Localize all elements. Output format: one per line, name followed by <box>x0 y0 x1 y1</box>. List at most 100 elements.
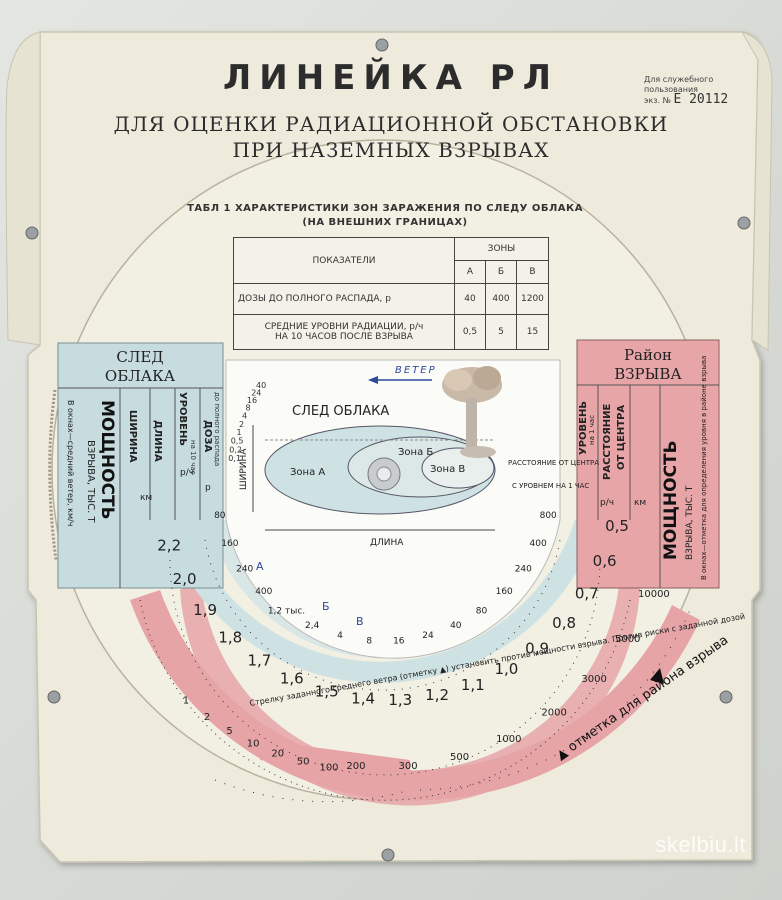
power-small-label-0: 1 <box>183 696 189 707</box>
trail-label: СЛЕД ОБЛАКА <box>292 404 389 419</box>
inner-scale-label-6: 4 <box>337 631 343 641</box>
right-power-label: МОЩНОСТЬ <box>661 440 681 560</box>
inner-scale-label-1: 160 <box>221 539 238 549</box>
power-scale-label-3: 1000 <box>496 734 521 745</box>
right-unit-km: км <box>634 498 646 508</box>
screw-icon <box>737 216 751 230</box>
inner-scale-label-2: 240 <box>236 565 253 575</box>
ring-scale-label-5: 4 <box>242 412 247 421</box>
left-dose-note: до полного распада <box>213 392 221 466</box>
pink-scale-label-13: 0,8 <box>552 614 576 632</box>
ring-scale-label-7: 16 <box>247 396 257 405</box>
power-scale-label-0: 200 <box>346 761 365 772</box>
left-unit-r: р <box>205 483 211 493</box>
left-side-flap <box>5 31 41 346</box>
row1-label: ДОЗЫ ДО ПОЛНОГО РАСПАДА, р <box>233 283 455 315</box>
row1-val-v: 1200 <box>516 283 549 315</box>
outer-pink-arc <box>180 545 641 806</box>
right-distance-label: РАССТОЯНИЕ <box>602 403 613 480</box>
zone-a-label: Зона А <box>290 467 325 478</box>
left-header-1: СЛЕД <box>116 348 163 366</box>
screw-icon <box>719 690 733 704</box>
row1-val-a: 40 <box>454 283 486 315</box>
left-unit-rh: р/ч <box>180 468 194 478</box>
pink-scale-label-5: 1,6 <box>280 670 304 688</box>
power-small-label-4: 20 <box>271 749 284 760</box>
zone-mark-b: Б <box>322 600 330 613</box>
power-pink-band <box>420 605 700 800</box>
inner-scale-label-10: 40 <box>450 621 462 631</box>
pink-scale-label-3: 1,8 <box>218 628 242 646</box>
with-level-label: С УРОВНЕМ НА 1 ЧАС <box>512 482 589 490</box>
left-level-note: на 10 час <box>189 440 197 475</box>
row2-val-a: 0,5 <box>454 314 486 350</box>
pink-scale-label-15: 0,6 <box>593 552 617 570</box>
ring-scale-label-4: 2 <box>239 420 244 429</box>
subtitle-line-1: ДЛЯ ОЦЕНКИ РАДИАЦИОННОЙ ОБСТАНОВКИ <box>113 112 669 136</box>
table-caption: ТАБЛ 1 ХАРАКТЕРИСТИКИ ЗОН ЗАРАЖЕНИЯ ПО С… <box>170 202 600 230</box>
zones-table: ПОКАЗАТЕЛИ ЗОНЫ А Б В ДОЗЫ ДО ПОЛНОГО РА… <box>233 237 549 350</box>
wind-arrow-icon <box>368 376 432 384</box>
pink-scale-label-9: 1,2 <box>425 686 449 704</box>
pink-scale-label-6: 1,5 <box>315 682 339 700</box>
inner-scale-label-13: 240 <box>515 565 532 575</box>
power-scale-label-2: 500 <box>450 752 469 763</box>
power-scale-label-6: 5000 <box>615 634 640 645</box>
left-length-label: ДЛИНА <box>152 420 163 462</box>
inner-scale-label-9: 24 <box>422 631 434 641</box>
stamp-line-1: Для служебного <box>644 75 714 84</box>
pink-scale-label-2: 1,9 <box>193 601 217 619</box>
power-scale-labels: 200 300 500 1000 2000 3000 5000 10000 <box>346 589 669 772</box>
zone-mark-v: В <box>356 615 364 628</box>
screw-icon <box>375 38 389 52</box>
left-dose-label: ДОЗА <box>202 420 213 453</box>
row2-label-2: НА 10 ЧАСОВ ПОСЛЕ ВЗРЫВА <box>275 332 413 342</box>
inner-scale-label-7: 8 <box>366 636 372 646</box>
left-note: В окнах—средний ветер, км/ч <box>66 400 75 526</box>
power-small-label-3: 10 <box>247 738 260 749</box>
left-power-sub: ВЗРЫВА, ТЫС. Т <box>85 440 96 523</box>
left-panel-bg <box>57 342 224 589</box>
inner-scale-label-4: 1,2 тыс. <box>268 606 305 616</box>
right-power-sub: ВЗРЫВА, ТЫС. Т <box>685 485 695 560</box>
ring-scale-label-8: 24 <box>251 388 261 397</box>
right-unit-rh: р/ч <box>600 498 614 508</box>
pink-scale-label-7: 1,4 <box>351 690 375 708</box>
zone-mark-a: А <box>256 560 264 573</box>
distance-label: РАССТОЯНИЕ ОТ ЦЕНТРА <box>508 459 599 467</box>
width-label: ШИРИНА <box>239 448 249 490</box>
pink-scale-label-0: 2,2 <box>157 536 181 554</box>
watermark: skelbiu.lt <box>655 832 746 857</box>
power-scale-label-4: 2000 <box>541 708 566 719</box>
inner-scale-label-14: 400 <box>530 539 547 549</box>
marker-triangle-icon <box>650 668 664 684</box>
stamp-line-3: экз. № <box>644 96 671 105</box>
col-indicators: ПОКАЗАТЕЛИ <box>233 237 455 284</box>
left-power-label: МОЩНОСТЬ <box>97 400 117 520</box>
power-scale-label-5: 3000 <box>581 674 606 685</box>
power-scale-label-1: 300 <box>399 761 418 772</box>
power-scale-label-7: 10000 <box>638 589 670 600</box>
zone-a-header: А <box>454 260 486 284</box>
inner-scale-label-3: 400 <box>255 587 272 597</box>
pink-scale-label-8: 1,3 <box>388 691 412 709</box>
power-small-label-5: 50 <box>297 757 310 768</box>
screw-icon <box>25 226 39 240</box>
scale-ticks <box>139 539 691 803</box>
row2-val-v: 15 <box>516 314 549 350</box>
right-level-note: на 1 час <box>588 415 596 445</box>
row2-label-1: СРЕДНИЕ УРОВНИ РАДИАЦИИ, р/ч <box>264 322 424 332</box>
right-note: В окнах—отметка для определения уровня в… <box>700 356 708 580</box>
left-level-label: УРОВЕНЬ <box>177 392 188 446</box>
right-side-flap <box>740 31 773 351</box>
zone-v-header: В <box>516 260 549 284</box>
zone-b-label: Зона Б <box>398 447 433 458</box>
inner-scale-label-15: 800 <box>540 511 557 521</box>
left-header-2: ОБЛАКА <box>105 367 176 385</box>
pink-scale-label-16: 0,5 <box>605 517 629 535</box>
right-header-2: ВЗРЫВА <box>614 365 682 383</box>
